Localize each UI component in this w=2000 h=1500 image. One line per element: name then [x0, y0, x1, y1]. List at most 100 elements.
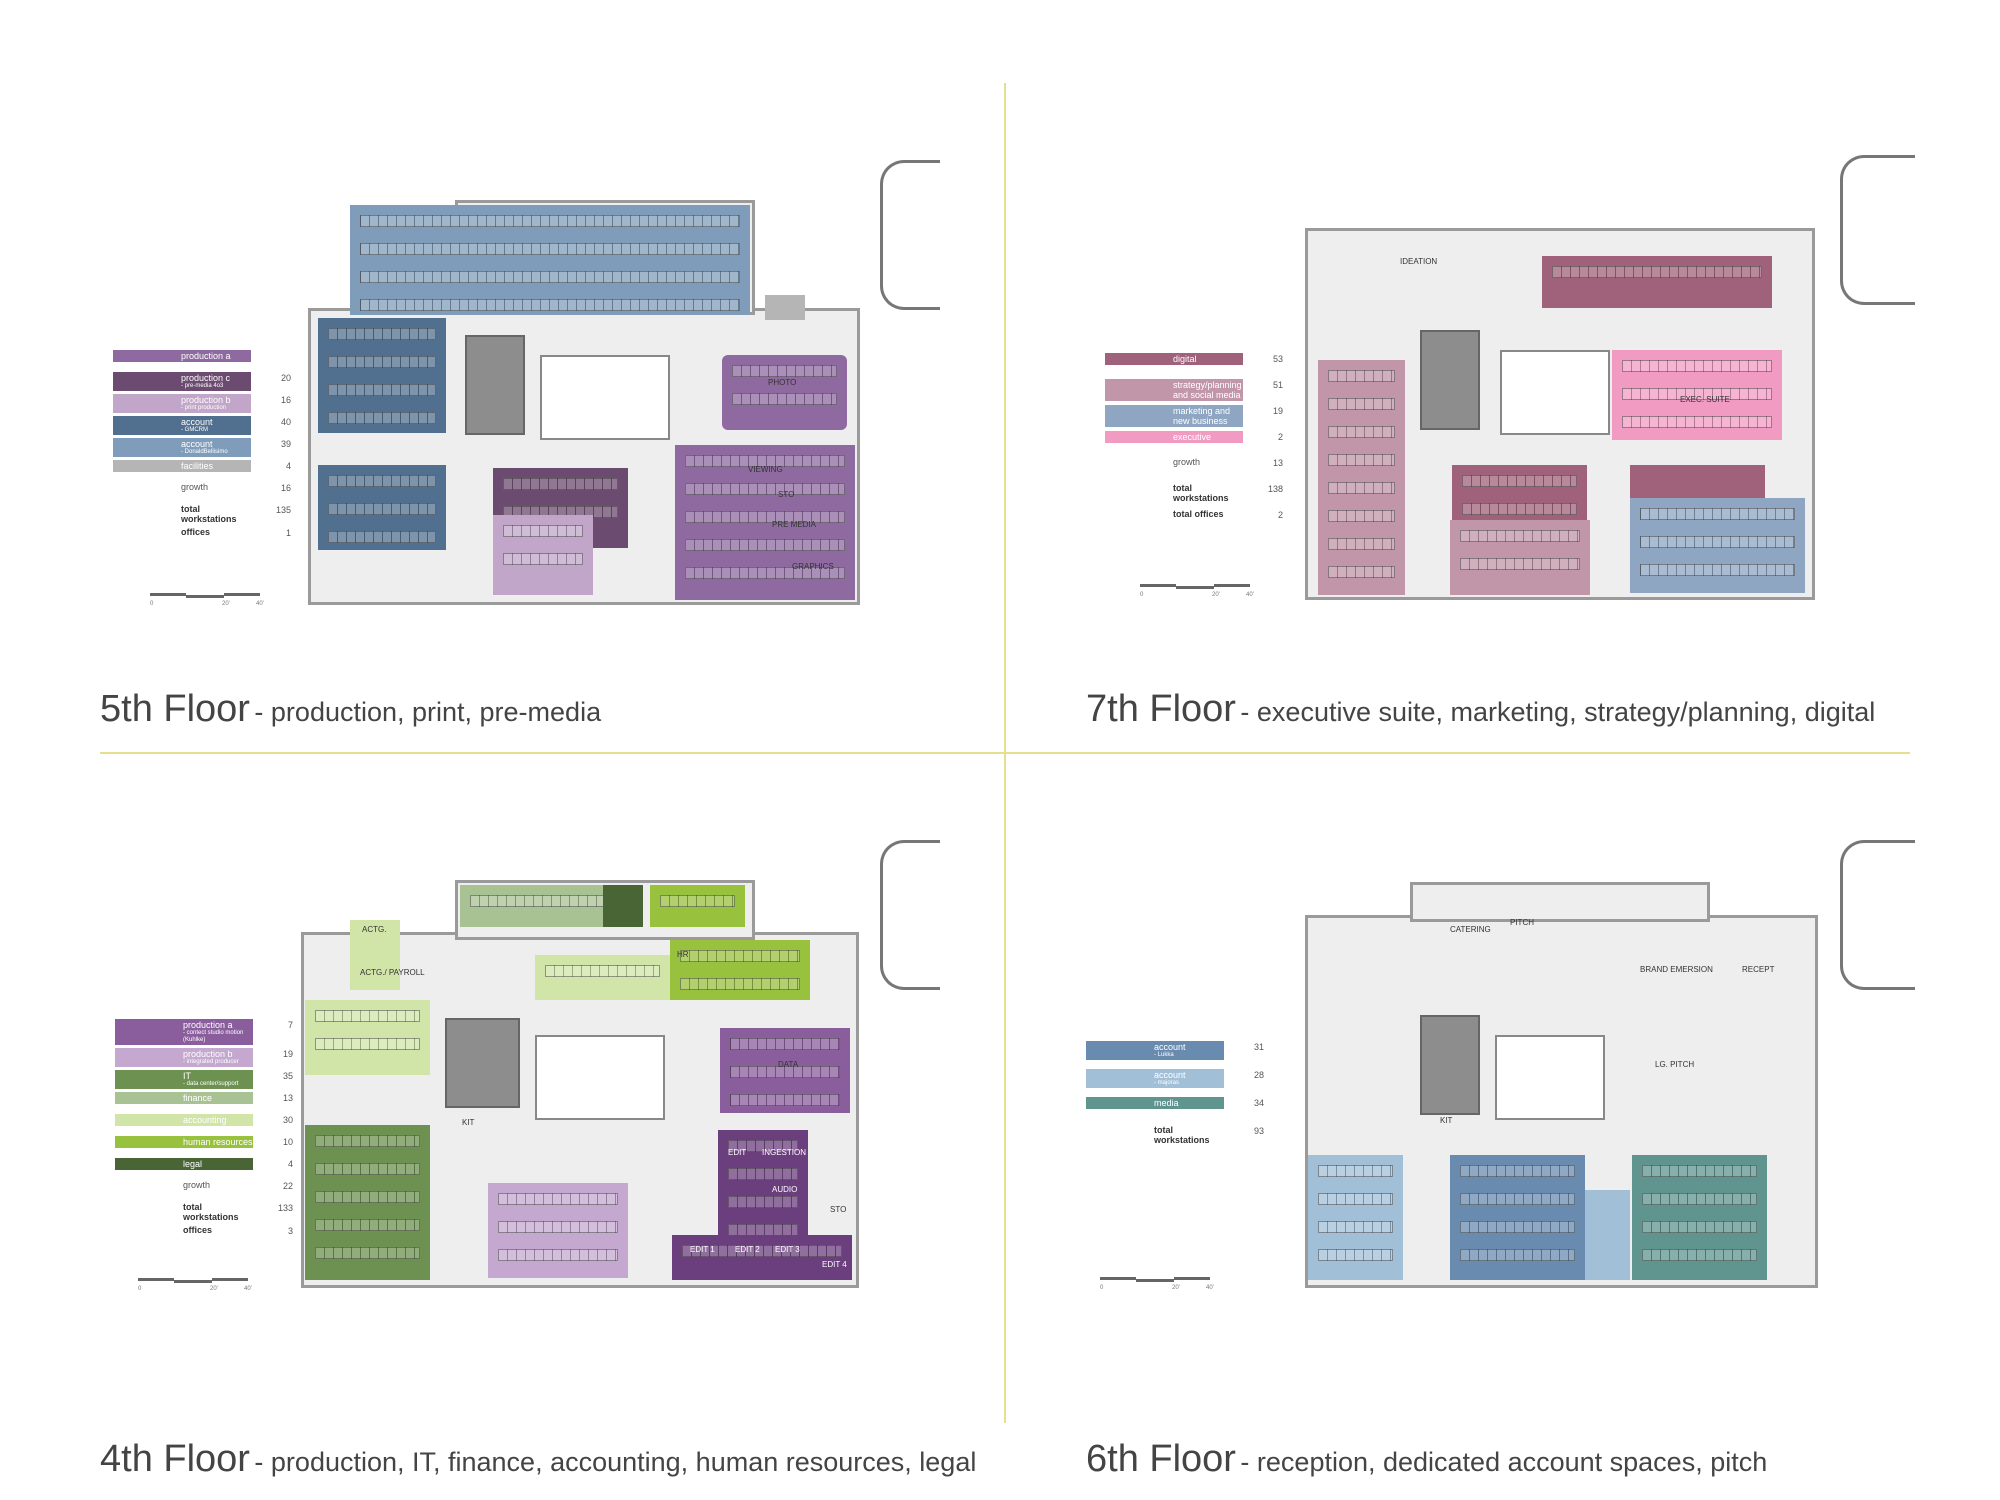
legend-label: digital [1173, 354, 1197, 364]
scale-segment [224, 593, 260, 596]
room-label: HR [677, 950, 689, 959]
legend-label: offices [181, 527, 211, 537]
zone-production-a-data [720, 1028, 850, 1113]
legend-label: account [1154, 1070, 1186, 1080]
workstation-cluster [1328, 510, 1395, 522]
scale-segment [138, 1278, 174, 1281]
zone-digital [1452, 465, 1587, 525]
scale-label: 0 [1140, 592, 1144, 598]
zone-hr [670, 940, 810, 1000]
workstation-cluster [1318, 1249, 1393, 1261]
legend-count: 93 [1253, 1126, 1264, 1136]
legend-label: human resources [183, 1137, 253, 1147]
floor-description: - production, IT, finance, accounting, h… [254, 1447, 977, 1477]
workstation-cluster [1622, 388, 1772, 400]
scale-label: 20' [1212, 592, 1220, 598]
legend-label: offices [183, 1225, 213, 1235]
zone-executive [1612, 350, 1782, 440]
floor-name: 4th Floor [100, 1438, 250, 1480]
workstation-cluster [315, 1010, 420, 1022]
legend-label: production a [181, 351, 231, 361]
workstation-cluster [315, 1219, 420, 1231]
workstation-cluster [498, 1221, 618, 1233]
legend-count: 13 [1272, 458, 1283, 468]
exterior-stair [1840, 155, 1915, 305]
workstation-cluster [1328, 482, 1395, 494]
legend-label: account [181, 439, 213, 449]
scale-segment [1214, 584, 1250, 587]
legend-label: production c [181, 373, 231, 383]
room-label: PITCH [1510, 918, 1534, 927]
scale-label: 20' [1172, 1285, 1180, 1291]
room-label: PRE MEDIA [772, 520, 817, 529]
scale-label: 0 [150, 601, 154, 607]
scale-segment [1136, 1279, 1174, 1282]
room-label: PHOTO [768, 378, 797, 387]
legend-count: 35 [282, 1071, 293, 1081]
room-label: BRAND EMERSION [1640, 965, 1713, 974]
workstation-cluster [1642, 1165, 1757, 1177]
workstation-cluster [680, 950, 800, 962]
room-label: STO [830, 1205, 847, 1214]
zone-production-b [493, 515, 593, 595]
room-label: KIT [462, 1118, 475, 1127]
workstation-cluster [1462, 475, 1577, 487]
legend-count: 4 [285, 461, 291, 471]
stair-core [465, 335, 525, 435]
legend-label: total workstations [1173, 483, 1229, 503]
zone-marketing [1630, 498, 1805, 593]
room-label: GRAPHICS [792, 562, 834, 571]
room-label: VIEWING [748, 465, 783, 474]
floor-title: 5th Floor - production, print, pre-media [100, 688, 601, 731]
zone-it [305, 1125, 430, 1280]
atrium [1495, 1035, 1605, 1120]
workstation-cluster [315, 1191, 420, 1203]
zone-strategy-2 [1450, 520, 1590, 595]
legend-swatch: finance [115, 1092, 253, 1104]
zone-accounting [305, 1000, 430, 1075]
scale-bar: 0 20' 40' [1140, 584, 1254, 598]
legend-item: digital 53 [1105, 353, 1283, 379]
legend-swatch: executive [1105, 431, 1243, 443]
legend-sublabel: - data center/support [183, 1081, 239, 1087]
workstation-cluster [360, 299, 740, 311]
legend-count: 138 [1267, 484, 1283, 494]
workstation-cluster [360, 215, 740, 227]
zone-digital-east [1630, 465, 1765, 498]
scale-label: 40' [1246, 592, 1254, 598]
workstation-cluster [732, 365, 837, 377]
legend-count: 53 [1272, 354, 1283, 364]
legend-count: 39 [280, 439, 291, 449]
legend-count: 19 [282, 1049, 293, 1059]
legend-label: strategy/planning and social media [1173, 380, 1242, 400]
legend-label: total workstations [183, 1202, 239, 1222]
zone-accounting-center [535, 955, 670, 1000]
legend-sublabel: - print production [181, 405, 227, 411]
room-label: ACTG./ PAYROLL [360, 968, 425, 977]
workstation-cluster [1460, 1249, 1575, 1261]
workstation-cluster [1460, 530, 1580, 542]
legend-count: 2 [1277, 432, 1283, 442]
legend-item: total workstations 138 [1105, 483, 1283, 509]
legend-item: production a- contect studio motion (Kuh… [115, 1019, 293, 1048]
scale-label: 0 [138, 1286, 142, 1292]
stair-core [445, 1018, 520, 1108]
legend-count: 19 [1272, 406, 1283, 416]
workstation-cluster [1460, 1193, 1575, 1205]
workstation-cluster [685, 567, 845, 579]
workstation-cluster [685, 483, 845, 495]
zone-account-majoras-2 [1585, 1190, 1630, 1280]
floor-title: 7th Floor - executive suite, marketing, … [1086, 688, 1875, 731]
zone-account-gmcrm [318, 318, 446, 433]
legend-label: production b [181, 395, 231, 405]
